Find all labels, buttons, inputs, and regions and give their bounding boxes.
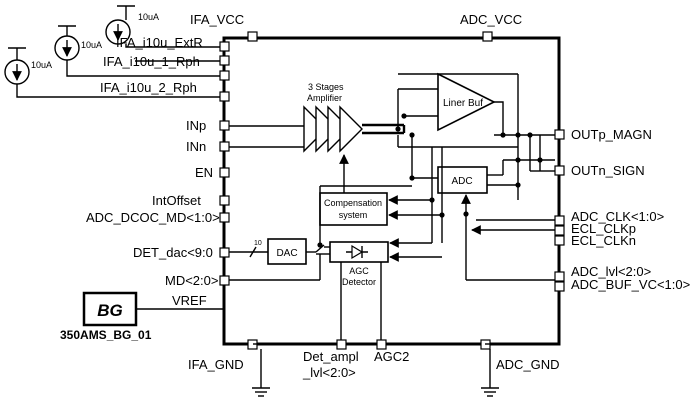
ifa-gnd-label: IFA_GND xyxy=(188,357,244,372)
pin-adc-lvl: ADC_lvl<2:0> xyxy=(571,264,651,279)
ground-icon xyxy=(252,387,270,397)
right-pin-boxes xyxy=(554,129,565,292)
current-sources: 10uA 10uA 10uA xyxy=(4,5,220,98)
ground-pins: IFA_GND ADC_GND Det_ampl _lvl<2:0> AGC2 xyxy=(188,339,560,397)
liner-buf-label: Liner Buf xyxy=(443,98,483,109)
diode-icon xyxy=(351,244,364,260)
current-value: 10uA xyxy=(31,60,52,70)
det-ampl-label-2: _lvl<2:0> xyxy=(302,365,356,380)
agc-detector: AGC Detector xyxy=(329,241,389,287)
bg-label: BG xyxy=(97,301,123,320)
pin-det-dac: DET_dac<9:0 xyxy=(133,245,213,260)
bus-width: 10 xyxy=(254,240,262,247)
ground-icon xyxy=(481,387,499,397)
supply-pins: IFA_VCC ADC_VCC xyxy=(190,12,522,42)
pin-adc-buf-vc: ADC_BUF_VC<1:0> xyxy=(571,277,690,292)
comp-label: Compensation xyxy=(324,198,382,208)
bg-block: BG 350AMS_BG_01 xyxy=(60,291,224,342)
dac-label: DAC xyxy=(276,248,297,259)
left-pin-labels: IFA_i10u_ExtR IFA_i10u_1_Rph IFA_i10u_2_… xyxy=(86,35,220,308)
agc-label: AGC xyxy=(349,266,369,276)
amp-label: 3 Stages xyxy=(308,82,344,92)
bg-name: 350AMS_BG_01 xyxy=(60,328,152,342)
pin-vref: VREF xyxy=(172,293,207,308)
current-value: 10uA xyxy=(81,40,102,50)
current-value: 10uA xyxy=(138,12,159,22)
pin-outn: OUTn_SIGN xyxy=(571,163,645,178)
pin-inp: INp xyxy=(186,118,206,133)
pin-ifa-extr: IFA_i10u_ExtR xyxy=(116,35,203,50)
adc-label: ADC xyxy=(451,176,472,187)
pin-intoffset: IntOffset xyxy=(152,193,201,208)
pin-outp: OUTp_MAGN xyxy=(571,127,652,142)
current-source-icon xyxy=(105,19,131,45)
pin-inn: INn xyxy=(186,139,206,154)
adc-block: ADC xyxy=(437,166,488,194)
right-pin-labels: OUTp_MAGN OUTn_SIGN ADC_CLK<1:0> ECL_CLK… xyxy=(571,127,690,292)
adc-vcc-label: ADC_VCC xyxy=(460,12,522,27)
det-ampl-label: Det_ampl xyxy=(303,349,359,364)
left-pin-boxes xyxy=(219,41,230,286)
pin-md: MD<2:0> xyxy=(165,273,218,288)
comp-label-2: system xyxy=(339,210,368,220)
dac-block: DAC xyxy=(267,238,307,265)
pin-adc-clk: ADC_CLK<1:0> xyxy=(571,209,664,224)
three-stage-amplifier: 3 Stages Amplifier xyxy=(303,82,363,153)
agc2-label: AGC2 xyxy=(374,349,409,364)
pin-ecl-clkn: ECL_CLKn xyxy=(571,233,636,248)
amp-label-2: Amplifier xyxy=(307,93,342,103)
junction-dots xyxy=(317,113,543,248)
pin-ifa-rph2: IFA_i10u_2_Rph xyxy=(100,80,197,95)
pin-ifa-rph1: IFA_i10u_1_Rph xyxy=(103,54,200,69)
ifa-vcc-label: IFA_VCC xyxy=(190,12,244,27)
chip-outline xyxy=(222,36,561,346)
pin-ecl-clkp: ECL_CLKp xyxy=(571,221,636,236)
liner-buffer: Liner Buf xyxy=(437,72,496,132)
pin-en: EN xyxy=(195,165,213,180)
adc-gnd-label: ADC_GND xyxy=(496,357,560,372)
agc-label-2: Detector xyxy=(342,277,376,287)
compensation-system: Compensation system xyxy=(319,192,388,226)
pin-adc-dcoc: ADC_DCOC_MD<1:0> xyxy=(86,210,220,225)
